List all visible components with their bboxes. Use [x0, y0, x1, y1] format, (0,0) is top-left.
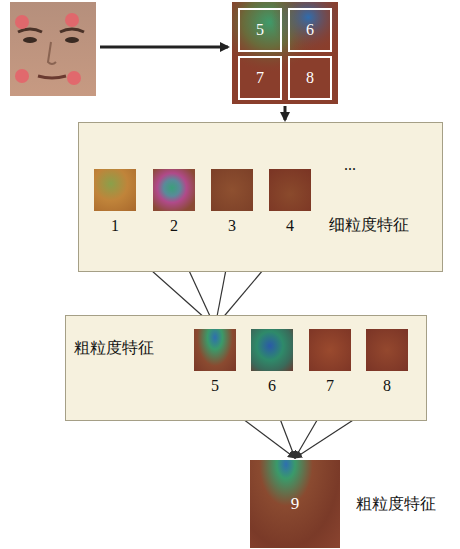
- feature-image: [194, 329, 236, 371]
- callout-number: 2: [170, 216, 178, 236]
- patch-box: 8: [288, 56, 332, 100]
- feature-image: 9: [250, 460, 340, 548]
- feature-map: [232, 2, 338, 104]
- arrow: [284, 106, 287, 120]
- feature-image: [251, 329, 293, 371]
- callout-number: 6: [268, 376, 276, 396]
- callout-number: 1: [111, 216, 119, 236]
- face-photo: [10, 2, 96, 96]
- feature-image: [153, 169, 195, 211]
- callout-number: 7: [256, 69, 264, 87]
- feature-image: [309, 329, 351, 371]
- feature-tile: 2: [153, 169, 195, 236]
- feature-tile: 8: [366, 329, 408, 396]
- feature-tile: 6: [251, 329, 293, 396]
- panel-title: 粗粒度特征: [74, 338, 154, 359]
- callout-number: 4: [286, 216, 294, 236]
- feature-image: [211, 169, 253, 211]
- feature-tile: 9 粗粒度特征: [250, 460, 436, 548]
- callout-number: 8: [383, 376, 391, 396]
- feature-tile: 7: [309, 329, 351, 396]
- feature-image: [269, 169, 311, 211]
- callout-number: 9: [291, 494, 300, 514]
- callout-number: 3: [228, 216, 236, 236]
- panel-title: 细粒度特征: [329, 215, 409, 236]
- patch-box: 5: [238, 8, 282, 52]
- feature-tile: 3: [211, 169, 253, 236]
- feature-panel: 粗粒度特征 5 6 7 8: [65, 315, 427, 421]
- callout-number: 5: [256, 21, 264, 39]
- patch-box: 7: [238, 56, 282, 100]
- feature-tile: 5: [194, 329, 236, 396]
- ellipsis-label: ...: [344, 156, 356, 174]
- callout-number: 6: [306, 21, 314, 39]
- callout-number: 5: [211, 376, 219, 396]
- arrow: [100, 46, 228, 49]
- feature-tile: 4: [269, 169, 311, 236]
- feature-tile: 1: [94, 169, 136, 236]
- feature-caption: 粗粒度特征: [356, 494, 436, 515]
- feature-image: [366, 329, 408, 371]
- feature-panel: 细粒度特征 1 2 3 4: [78, 122, 443, 272]
- feature-image: [94, 169, 136, 211]
- callout-number: 8: [306, 69, 314, 87]
- callout-number: 7: [326, 376, 334, 396]
- patch-box: 6: [288, 8, 332, 52]
